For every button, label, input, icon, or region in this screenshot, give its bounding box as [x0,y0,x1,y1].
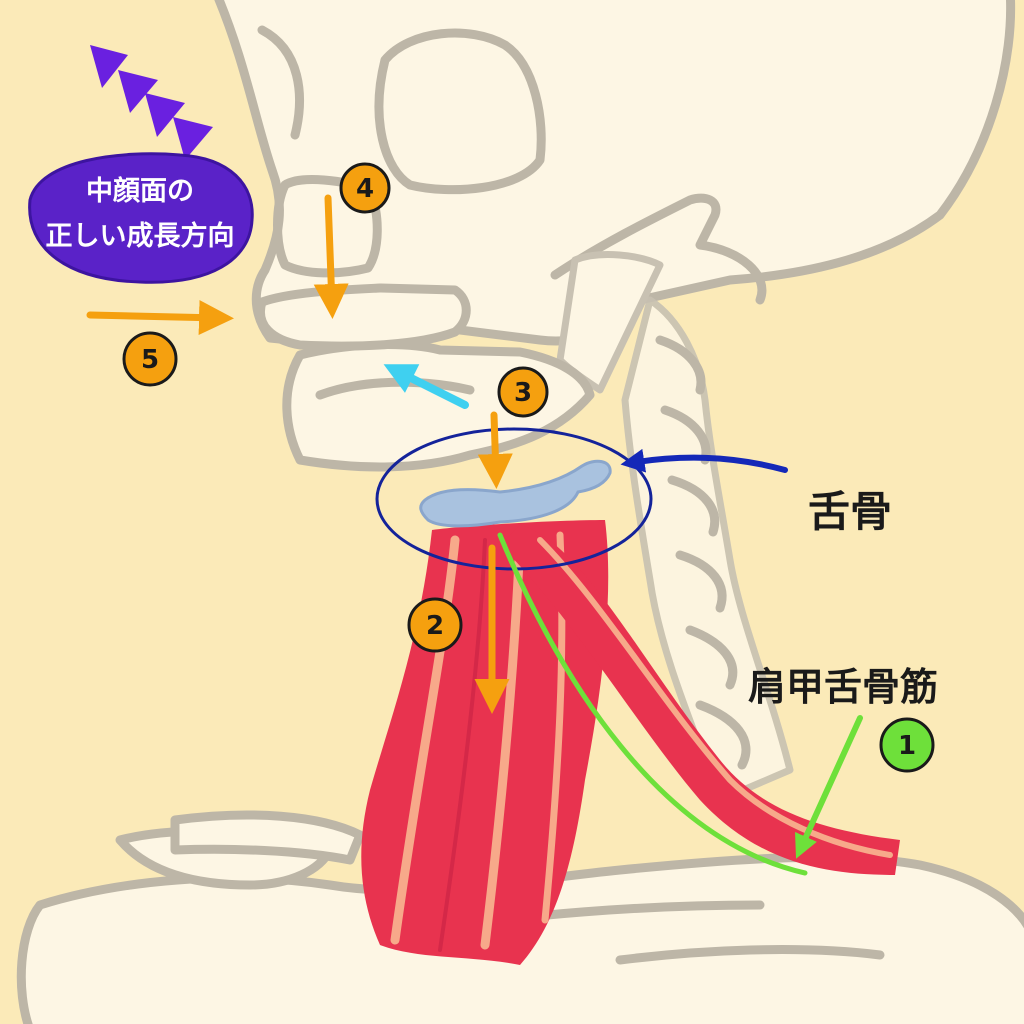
marker-3: 3 [499,368,547,416]
maxilla [260,288,466,346]
arrow-4 [328,198,332,305]
marker-3-label: 3 [514,378,532,408]
callout-line1: 中顔面の [86,176,194,207]
mandible [287,345,590,467]
marker-1: 1 [881,719,933,771]
arrow-3 [494,415,496,475]
arrow-5 [90,315,220,318]
marker-2-label: 2 [426,611,444,641]
callout-line2: 正しい成長方向 [46,220,235,252]
marker-2: 2 [409,599,461,651]
hyoid-bone [421,461,610,526]
marker-1-label: 1 [898,731,916,761]
omohyoid-label: 肩甲舌骨筋 [748,656,938,711]
hyoid-label: 舌骨 [808,478,892,539]
marker-5-label: 5 [141,345,159,375]
marker-4-label: 4 [356,174,374,204]
marker-5: 5 [124,333,176,385]
marker-4: 4 [341,164,389,212]
direction-triangles [90,45,213,160]
growth-direction-callout: 中顔面の 正しい成長方向 [30,154,253,282]
